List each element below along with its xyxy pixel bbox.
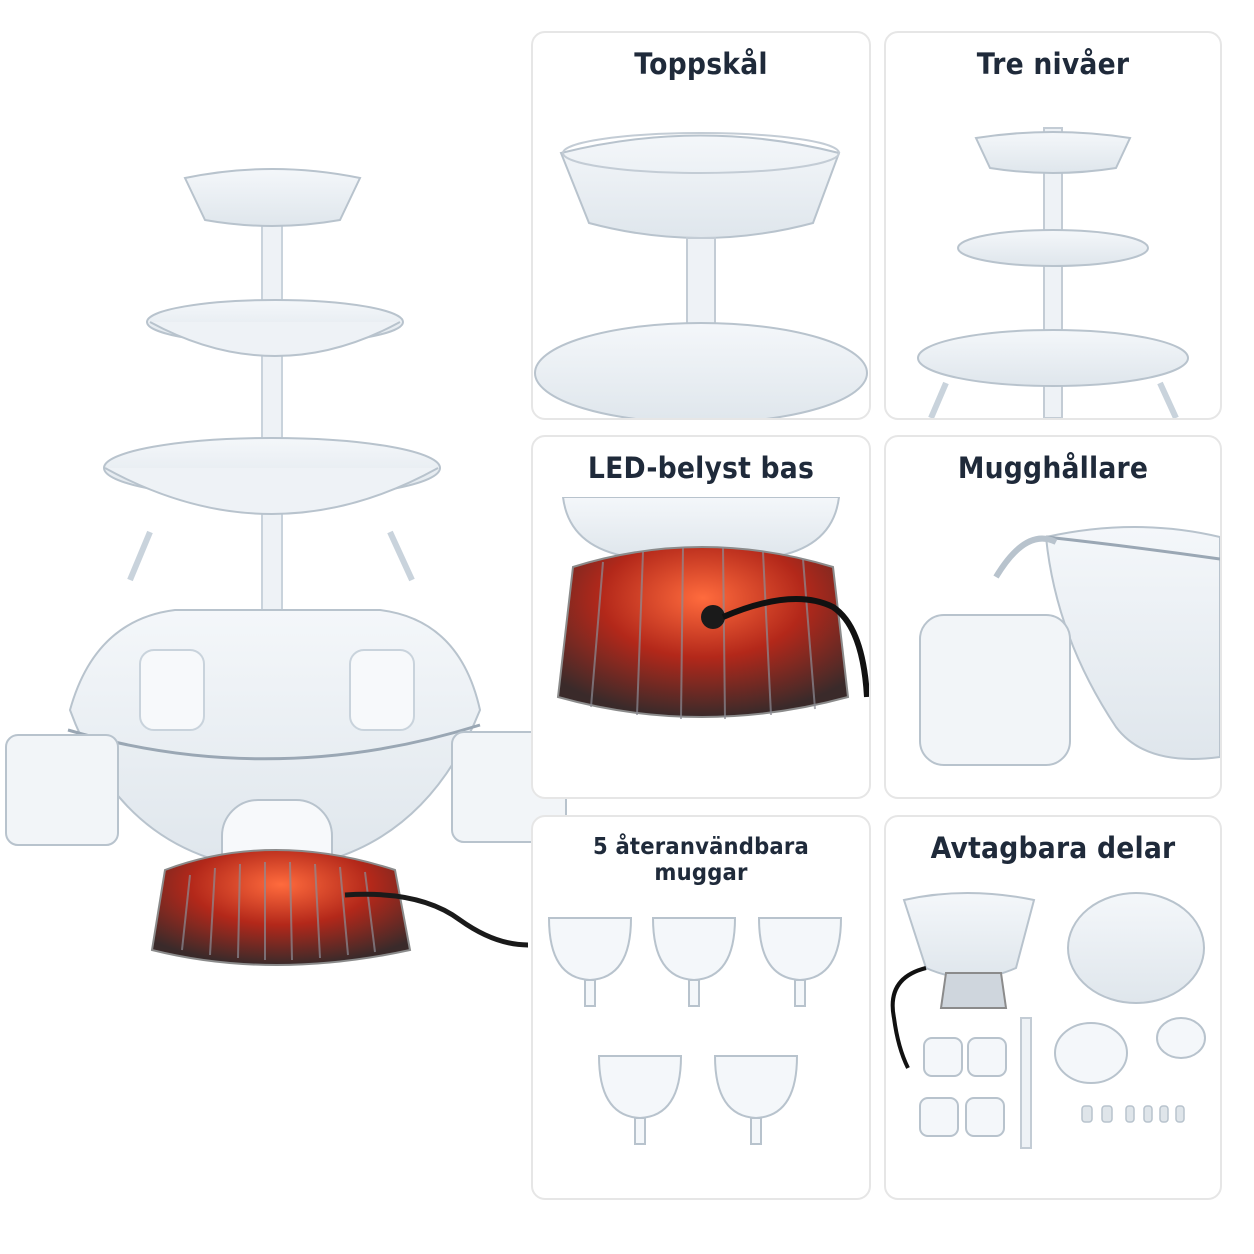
cup-holder-image — [919, 526, 1220, 766]
feature-panel-top-bowl: Toppskål — [531, 31, 871, 420]
panel-title: LED-belyst bas — [587, 451, 815, 485]
removable-parts-image — [890, 892, 1206, 1149]
feature-panel-reusable-cups: 5 återanvändbara muggar — [531, 815, 871, 1200]
feature-panel-removable-parts: Avtagbara delar — [884, 815, 1222, 1200]
led-base-image — [556, 497, 869, 720]
panel-title: Avtagbara delar — [930, 831, 1176, 865]
panel-title: Toppskål — [634, 47, 768, 81]
cup-photo — [919, 614, 1071, 766]
punch-fountain-illustration — [5, 168, 567, 966]
panel-title: Mugghållare — [957, 451, 1149, 485]
reusable-cups-image — [547, 917, 843, 1145]
panel-title: Tre nivåer — [976, 47, 1130, 81]
power-cord-photo — [344, 891, 529, 948]
top-bowl-image — [534, 132, 868, 418]
feature-panel-led-base: LED-belyst bas — [531, 435, 871, 799]
power-cord-photo — [721, 596, 869, 698]
feature-panel-cup-holder: Mugghållare — [884, 435, 1222, 799]
product-hero-image — [0, 150, 590, 980]
feature-panel-three-tiers: Tre nivåer — [884, 31, 1222, 420]
three-tiers-image — [917, 127, 1189, 418]
panel-title: 5 återanvändbara muggar — [593, 834, 809, 886]
power-cord-photo — [890, 966, 927, 1069]
